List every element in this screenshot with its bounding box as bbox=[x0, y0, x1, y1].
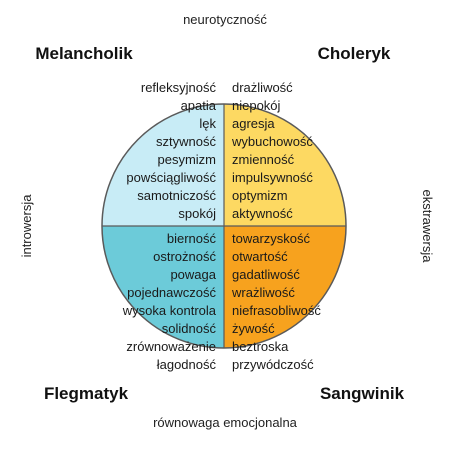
flegmatyk-trait: wysoka kontrola bbox=[122, 303, 217, 318]
sangwinik-trait: żywość bbox=[232, 321, 275, 336]
sangwinik-trait: wrażliwość bbox=[231, 285, 295, 300]
melancholik-trait: lęk bbox=[199, 116, 216, 131]
flegmatyk-trait: ostrożność bbox=[153, 249, 216, 264]
melancholik-trait: spokój bbox=[178, 206, 216, 221]
choleryk-trait: optymizm bbox=[232, 188, 288, 203]
melancholik-trait: samotniczość bbox=[137, 188, 216, 203]
flegmatyk-trait: zrównoważenie bbox=[126, 339, 216, 354]
sangwinik-traits: towarzyskość otwartość gadatliwość wrażliwo… bbox=[231, 231, 321, 372]
choleryk-trait: impulsywność bbox=[232, 170, 313, 185]
flegmatyk-traits: bierność ostrożność powaga pojednawczość wys… bbox=[122, 231, 217, 372]
sangwinik-trait: beztroska bbox=[232, 339, 289, 354]
choleryk-trait: drażliwość bbox=[232, 80, 293, 95]
sangwinik-trait: przywódczość bbox=[232, 357, 314, 372]
choleryk-traits: drażliwość niepokój agresja wybuchowość zmie… bbox=[231, 80, 313, 221]
flegmatyk-quadrant bbox=[102, 226, 224, 348]
sangwinik-trait: niefrasobliwość bbox=[232, 303, 321, 318]
melancholik-title: Melancholik bbox=[35, 44, 133, 63]
flegmatyk-trait: solidność bbox=[162, 321, 217, 336]
sangwinik-trait: otwartość bbox=[232, 249, 288, 264]
sangwinik-title: Sangwinik bbox=[320, 384, 405, 403]
choleryk-trait: zmienność bbox=[232, 152, 295, 167]
sangwinik-quadrant bbox=[224, 226, 346, 348]
axis-label-top: neurotyczność bbox=[183, 12, 267, 27]
sangwinik-trait: gadatliwość bbox=[232, 267, 300, 282]
melancholik-traits: refleksyjność apatia lęk sztywność pesymizm p… bbox=[126, 80, 216, 221]
flegmatyk-trait: łagodność bbox=[157, 357, 217, 372]
flegmatyk-trait: bierność bbox=[167, 231, 217, 246]
axis-label-bottom: równowaga emocjonalna bbox=[153, 415, 298, 430]
axis-label-left: introwersja bbox=[19, 194, 34, 258]
choleryk-trait: agresja bbox=[232, 116, 275, 131]
axis-label-right: ekstrawersja bbox=[420, 190, 435, 264]
choleryk-trait: wybuchowość bbox=[231, 134, 313, 149]
melancholik-trait: sztywność bbox=[156, 134, 216, 149]
choleryk-trait: aktywność bbox=[232, 206, 293, 221]
sangwinik-trait: towarzyskość bbox=[232, 231, 311, 246]
melancholik-trait: apatia bbox=[181, 98, 217, 113]
melancholik-quadrant bbox=[102, 104, 224, 226]
melancholik-trait: pesymizm bbox=[157, 152, 216, 167]
choleryk-trait: niepokój bbox=[232, 98, 281, 113]
flegmatyk-trait: pojednawczość bbox=[127, 285, 216, 300]
flegmatyk-trait: powaga bbox=[170, 267, 216, 282]
melancholik-trait: powściągliwość bbox=[126, 170, 216, 185]
flegmatyk-title: Flegmatyk bbox=[44, 384, 129, 403]
choleryk-quadrant bbox=[224, 104, 346, 226]
choleryk-title: Choleryk bbox=[318, 44, 391, 63]
melancholik-trait: refleksyjność bbox=[141, 80, 217, 95]
